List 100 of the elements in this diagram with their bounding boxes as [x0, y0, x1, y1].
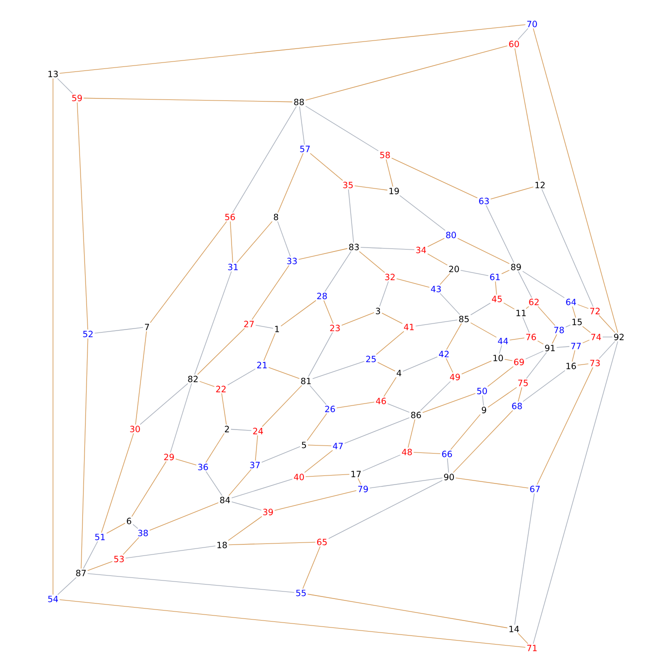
vertex-label: 61: [490, 274, 500, 280]
edge-line: [514, 48, 540, 181]
vertex-label: 65: [317, 538, 327, 546]
vertex-label: 26: [325, 406, 335, 412]
vertex-label: 88: [294, 98, 304, 106]
edge-line: [149, 502, 219, 531]
vertex-label: 59: [72, 94, 82, 102]
edge-line: [310, 385, 326, 405]
edge-line: [255, 324, 274, 329]
edge-line: [122, 537, 140, 555]
edge-line: [572, 306, 576, 318]
vertex-label: 67: [530, 486, 540, 492]
edge-line: [298, 248, 348, 260]
vertex-label: 39: [263, 508, 273, 516]
edge-line: [486, 205, 514, 263]
edge-line: [522, 317, 530, 333]
edge-line: [402, 356, 438, 372]
edge-line: [83, 541, 98, 569]
edge-line: [175, 458, 197, 466]
vertex-label: 77: [571, 342, 581, 350]
edge-line: [106, 522, 126, 534]
edge-line: [408, 419, 416, 448]
edge-line: [362, 454, 401, 472]
vertex-label: 19: [389, 188, 399, 194]
edge-line: [194, 271, 232, 375]
vertex-label: 12: [535, 182, 545, 188]
vertex-label: 76: [526, 334, 536, 340]
vertex-label: 90: [444, 474, 454, 480]
edge-line: [598, 315, 616, 333]
vertex-label: 10: [493, 354, 503, 362]
vertex-label: 74: [591, 334, 601, 340]
vertex-label: 34: [416, 246, 426, 254]
edge-line: [522, 370, 566, 402]
edge-line: [308, 444, 332, 446]
edge-line: [132, 524, 138, 529]
vertex-label: 8: [274, 214, 278, 220]
vertex-label: 55: [296, 590, 306, 596]
edge-line: [57, 78, 73, 94]
vertex-label: 17: [351, 470, 361, 478]
vertex-label: 58: [380, 152, 390, 158]
edge-line: [598, 341, 616, 359]
vertex-label: 7: [144, 324, 149, 330]
edge-line: [470, 302, 491, 316]
vertex-label: 49: [450, 374, 460, 380]
edge-line: [360, 246, 415, 250]
vertex-label: 66: [442, 450, 452, 458]
vertex-label: 37: [250, 462, 260, 468]
edge-line: [384, 377, 397, 397]
edge-line: [525, 350, 544, 360]
vertex-label: 71: [527, 644, 537, 652]
vertex-label: 57: [300, 146, 310, 152]
edge-line: [305, 106, 379, 152]
edge-line: [310, 153, 343, 181]
edge-line: [278, 153, 304, 213]
vertex-label: 75: [518, 380, 528, 386]
vertex-label: 81: [301, 378, 311, 384]
edge-line: [252, 265, 290, 320]
vertex-label: 47: [332, 442, 343, 450]
vertex-label: 23: [330, 324, 340, 332]
edge-line: [501, 270, 510, 274]
edge-line: [577, 304, 589, 309]
edge-line: [379, 281, 389, 307]
edge-line: [305, 474, 350, 477]
edge-line: [274, 490, 357, 511]
edge-line: [299, 106, 305, 145]
edge-line: [572, 350, 576, 362]
edge-line: [59, 599, 526, 648]
vertex-label: 14: [509, 626, 519, 632]
edge-line: [488, 387, 517, 408]
edge-line: [482, 395, 484, 406]
edge-line: [228, 469, 252, 496]
vertex-label: 87: [76, 570, 86, 576]
vertex-label: 86: [411, 412, 421, 418]
edge-line: [538, 306, 556, 326]
edge-line: [452, 410, 514, 473]
vertex-label: 35: [343, 182, 353, 188]
edge-line: [422, 393, 476, 413]
vertex-label: 50: [477, 388, 487, 394]
edge-line: [499, 345, 502, 354]
edge-line: [460, 270, 489, 276]
vertex-label: 29: [164, 454, 174, 460]
edge-line: [227, 368, 256, 386]
edge-line: [455, 478, 529, 488]
vertex-label: 41: [404, 324, 414, 330]
vertex-label: 51: [95, 534, 105, 540]
edge-line: [602, 336, 613, 338]
vertex-label: 69: [514, 358, 524, 366]
edge-line: [199, 381, 215, 387]
edge-line: [358, 478, 362, 485]
edge-line: [556, 346, 570, 348]
vertex-label: 24: [253, 428, 263, 434]
edge-line: [526, 352, 547, 379]
edge-line: [359, 251, 385, 273]
edge-line: [387, 403, 410, 413]
edge-line: [376, 331, 404, 355]
vertex-label: 48: [402, 448, 412, 456]
edge-line: [255, 435, 258, 461]
edge-line: [307, 594, 508, 628]
edge-line: [231, 478, 293, 498]
edge-line: [264, 333, 276, 361]
